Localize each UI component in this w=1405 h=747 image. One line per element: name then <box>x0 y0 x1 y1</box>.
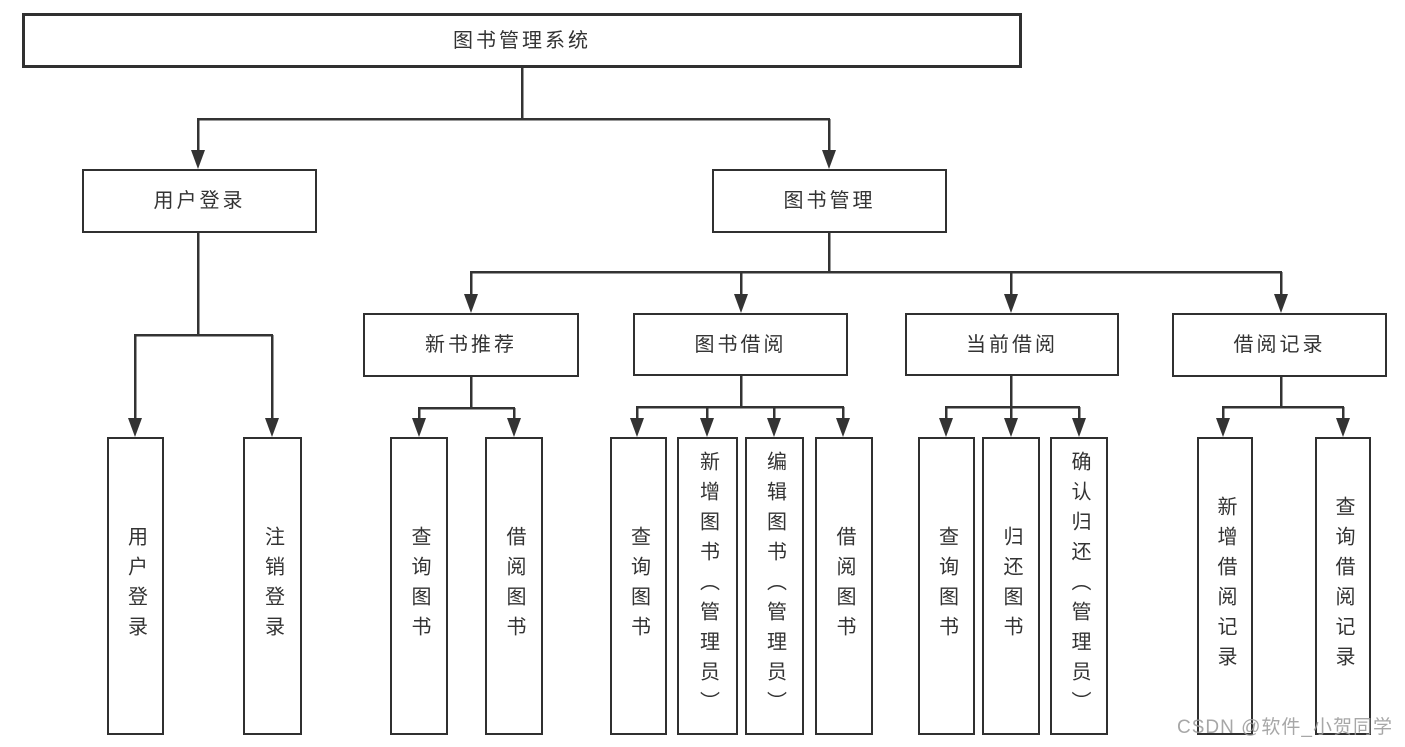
node-label: 用户登录 <box>124 526 147 646</box>
node-label: 归还图书 <box>1000 526 1022 646</box>
leaf-edit-books-admin: 编辑图书（管理员） <box>745 437 804 735</box>
node-label: 借阅记录 <box>1233 334 1326 356</box>
node-label: 查询借阅记录 <box>1332 496 1354 676</box>
leaf-user-login: 用户登录 <box>107 437 164 735</box>
leaf-add-borrow-record: 新增借阅记录 <box>1197 437 1253 735</box>
leaf-query-books-current: 查询图书 <box>918 437 975 735</box>
node-label: 图书借阅 <box>694 333 787 356</box>
node-user-login: 用户登录 <box>82 169 317 233</box>
node-label: 新增借阅记录 <box>1214 496 1236 676</box>
node-label: 用户登录 <box>153 190 246 212</box>
node-label: 注销登录 <box>261 526 284 646</box>
node-current-borrowing: 当前借阅 <box>905 313 1119 376</box>
leaf-query-books-borrowing: 查询图书 <box>610 437 667 735</box>
node-label: 图书管理系统 <box>453 29 591 52</box>
leaf-borrow-books-recommend: 借阅图书 <box>485 437 543 735</box>
leaf-query-books-recommend: 查询图书 <box>390 437 448 735</box>
node-library-management-system: 图书管理系统 <box>22 13 1022 68</box>
leaf-borrow-books: 借阅图书 <box>815 437 873 735</box>
node-label: 查询图书 <box>627 526 650 646</box>
node-label: 确认归还（管理员） <box>1068 451 1090 721</box>
arrow-down-icon <box>128 150 1350 437</box>
node-label: 借阅图书 <box>833 526 855 646</box>
node-label: 借阅图书 <box>503 526 525 646</box>
node-book-management: 图书管理 <box>712 169 947 233</box>
node-new-book-recommend: 新书推荐 <box>363 313 579 377</box>
leaf-add-books-admin: 新增图书（管理员） <box>677 437 738 735</box>
leaf-logout: 注销登录 <box>243 437 302 735</box>
node-label: 新书推荐 <box>425 334 517 356</box>
node-book-borrowing: 图书借阅 <box>633 313 848 376</box>
node-borrowing-records: 借阅记录 <box>1172 313 1387 377</box>
node-label: 查询图书 <box>935 526 958 646</box>
node-label: 当前借阅 <box>966 333 1058 356</box>
leaf-query-borrow-record: 查询借阅记录 <box>1315 437 1371 735</box>
node-label: 查询图书 <box>408 526 430 646</box>
leaf-confirm-return-admin: 确认归还（管理员） <box>1050 437 1108 735</box>
node-label: 图书管理 <box>783 190 876 212</box>
leaf-return-books: 归还图书 <box>982 437 1040 735</box>
node-label: 新增图书（管理员） <box>696 451 719 721</box>
csdn-watermark: CSDN @软件_小贺同学 <box>1177 717 1393 738</box>
node-label: 编辑图书（管理员） <box>763 451 786 721</box>
